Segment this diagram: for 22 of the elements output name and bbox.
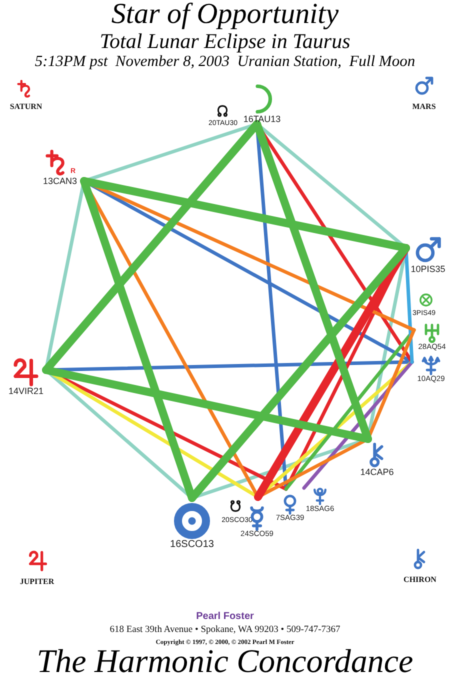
position-label: 14CAP6 xyxy=(360,466,394,477)
position-label: 16TAU13 xyxy=(243,114,281,124)
title: Star of Opportunity xyxy=(110,0,340,29)
caption: The Harmonic Concordance xyxy=(36,646,414,679)
subtitle: 5:13PM pst November 8, 2003 Uranian Station, Full Moon xyxy=(34,54,416,70)
position-label: 13CAN3 xyxy=(42,176,78,186)
aspect-line xyxy=(42,366,372,443)
symbol-label: MARS xyxy=(411,103,437,112)
aspect-line xyxy=(302,360,414,490)
position-label: 14VIR21 xyxy=(8,386,44,396)
subtitle: Total Lunar Eclipse in Taurus xyxy=(98,31,352,52)
aspect-line xyxy=(253,120,372,443)
footer-text: 618 East 39th Avenue • Spokane, WA 99203 • 509-747-7367 xyxy=(108,625,342,636)
symbol-label: SATURN xyxy=(8,103,44,112)
position-label: 16SCO13 xyxy=(170,538,214,550)
footer-text: Pearl Foster xyxy=(195,611,255,622)
symbol-label: JUPITER xyxy=(18,578,56,587)
aspect-line xyxy=(188,244,410,502)
symbol-label: CHIRON xyxy=(402,576,438,585)
position-label: 10PIS35 xyxy=(410,264,446,274)
aspect-line xyxy=(80,177,196,502)
aspect-line xyxy=(80,177,410,252)
